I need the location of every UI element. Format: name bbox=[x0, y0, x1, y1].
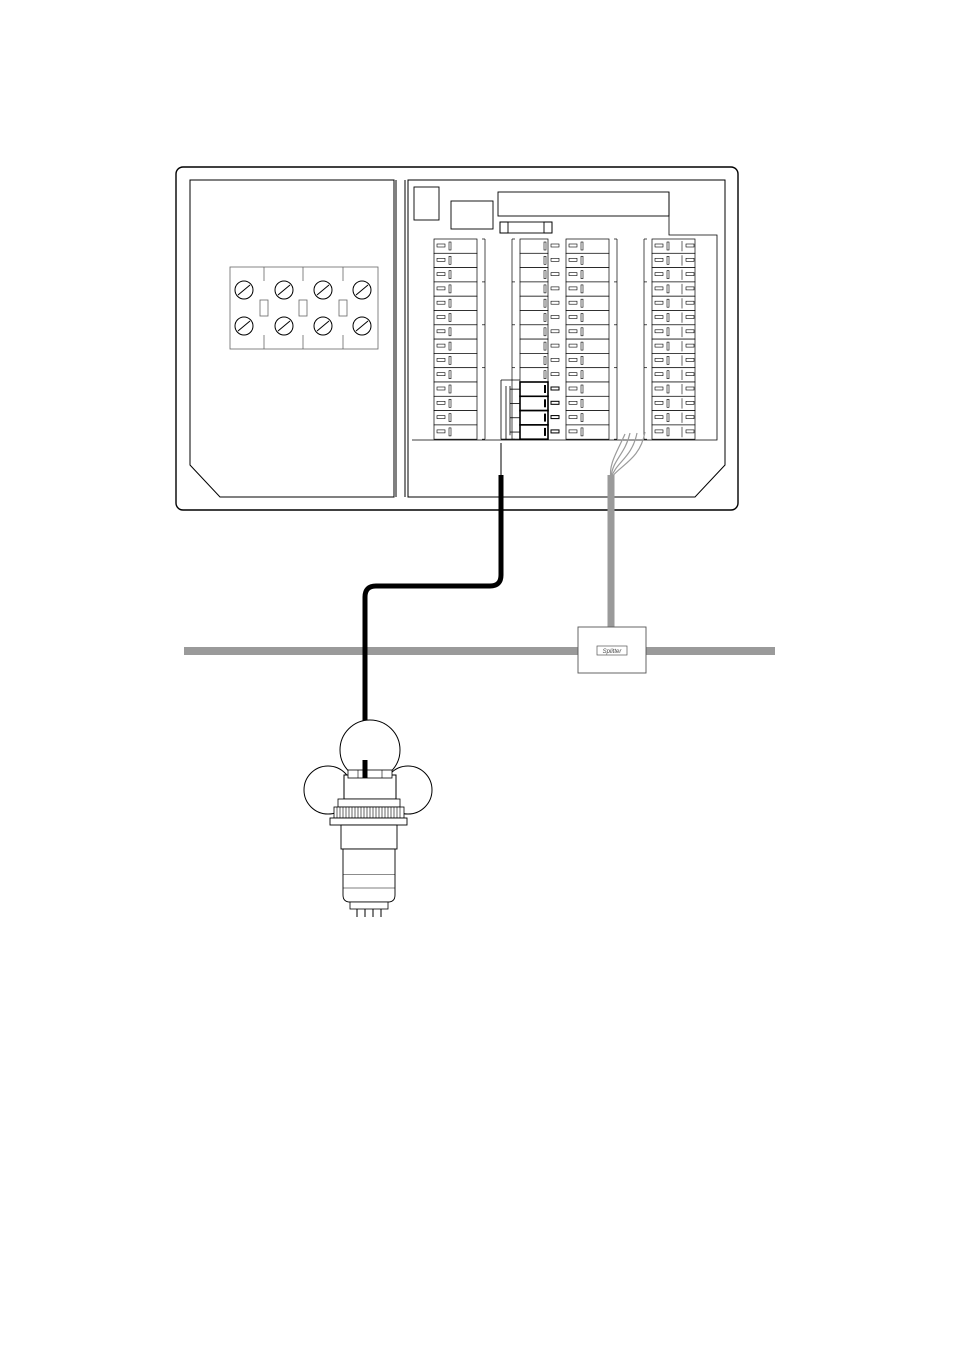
rack-module bbox=[566, 368, 609, 382]
rack-module bbox=[652, 296, 695, 310]
rack-module bbox=[434, 396, 477, 410]
rack-module bbox=[652, 253, 695, 267]
connected-module bbox=[520, 425, 548, 439]
rack-module bbox=[566, 268, 609, 282]
rack-module bbox=[566, 339, 609, 353]
connected-module bbox=[520, 396, 548, 410]
rack-module bbox=[434, 282, 477, 296]
rack-module bbox=[652, 425, 695, 439]
rack-module bbox=[566, 239, 609, 253]
sensor-hub bbox=[344, 775, 396, 799]
sensor-body-lower bbox=[343, 875, 395, 902]
rack-module bbox=[652, 311, 695, 325]
sensor-grip bbox=[334, 807, 404, 818]
connected-module bbox=[520, 382, 548, 396]
rack-module bbox=[652, 268, 695, 282]
rack-module bbox=[434, 339, 477, 353]
rack-module bbox=[434, 353, 477, 367]
rack-module bbox=[566, 311, 609, 325]
rack-module bbox=[434, 425, 477, 439]
rack-module bbox=[566, 282, 609, 296]
rack-module bbox=[652, 382, 695, 396]
rack-module bbox=[652, 368, 695, 382]
rack-module bbox=[566, 396, 609, 410]
rack-module bbox=[566, 325, 609, 339]
sensor-flange bbox=[330, 818, 407, 825]
rack-module bbox=[434, 239, 477, 253]
rack-module bbox=[566, 296, 609, 310]
rack-module bbox=[652, 411, 695, 425]
sensor-collar bbox=[338, 799, 400, 807]
rack-module bbox=[566, 382, 609, 396]
rack-module bbox=[434, 411, 477, 425]
sensor-pins bbox=[357, 909, 381, 917]
rack-module bbox=[566, 353, 609, 367]
sensor-cap bbox=[348, 770, 392, 778]
rack-module bbox=[566, 425, 609, 439]
rack-module bbox=[652, 239, 695, 253]
connected-module bbox=[520, 411, 548, 425]
rack-module bbox=[652, 396, 695, 410]
rack-module bbox=[566, 411, 609, 425]
bus-splitter: Splitter bbox=[578, 627, 646, 673]
rack-module bbox=[434, 311, 477, 325]
rack-module bbox=[434, 368, 477, 382]
rack-module bbox=[566, 253, 609, 267]
rack-module bbox=[434, 325, 477, 339]
rack-module bbox=[652, 339, 695, 353]
rack-module bbox=[434, 268, 477, 282]
rack-module bbox=[434, 382, 477, 396]
rack-module bbox=[652, 325, 695, 339]
sensor-body-upper bbox=[341, 825, 397, 849]
sensor-head bbox=[304, 720, 432, 917]
splitter-label: Splitter bbox=[603, 649, 623, 655]
sensor-connector bbox=[350, 902, 388, 909]
sensor-body-mid bbox=[343, 849, 395, 875]
rack-module bbox=[434, 296, 477, 310]
rack-module bbox=[434, 253, 477, 267]
rack-module bbox=[652, 353, 695, 367]
rack-module bbox=[652, 282, 695, 296]
signal-cable-path bbox=[365, 475, 501, 763]
